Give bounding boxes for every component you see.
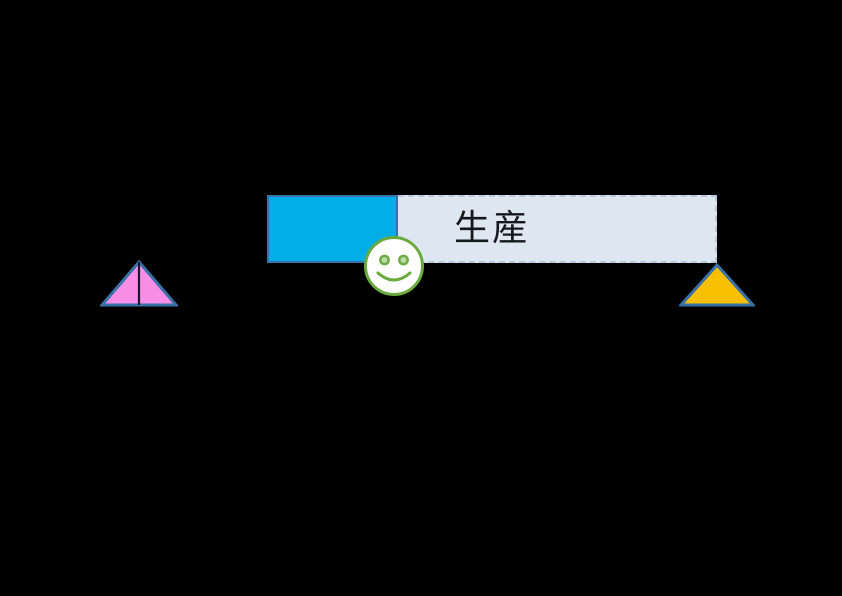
task-bar[interactable]: 生産	[267, 195, 717, 263]
smiley-face-icon	[364, 236, 424, 296]
triangle-pink-icon	[98, 259, 180, 307]
triangle-yellow-icon	[677, 262, 757, 307]
start-milestone-marker[interactable]	[98, 259, 180, 308]
status-smiley-marker[interactable]	[363, 235, 425, 297]
end-milestone-marker[interactable]	[677, 262, 757, 308]
